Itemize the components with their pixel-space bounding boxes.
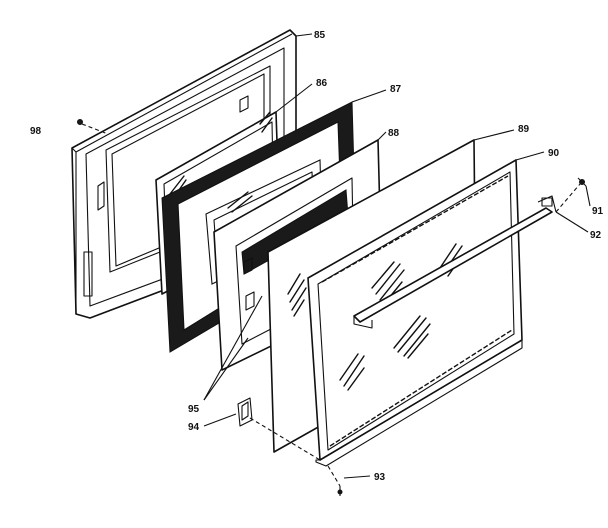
leader-lines (81, 33, 591, 487)
callout-91: 91 (592, 206, 604, 217)
callout-92: 92 (590, 230, 602, 241)
hinge-clip (237, 397, 253, 427)
screws (77, 119, 587, 496)
callout-89: 89 (518, 124, 530, 135)
callout-90: 90 (548, 148, 560, 159)
callout-88: 88 (388, 128, 400, 139)
callout-87: 87 (390, 84, 402, 95)
callout-93: 93 (374, 472, 386, 483)
callout-labels: 85 86 87 88 89 90 91 92 93 94 95 98 (30, 30, 604, 483)
callout-95: 95 (188, 404, 200, 415)
callout-85: 85 (314, 30, 326, 41)
callout-94: 94 (188, 422, 200, 433)
door-outer-panel (307, 159, 557, 467)
callout-86: 86 (316, 78, 328, 89)
callout-98: 98 (30, 126, 42, 137)
